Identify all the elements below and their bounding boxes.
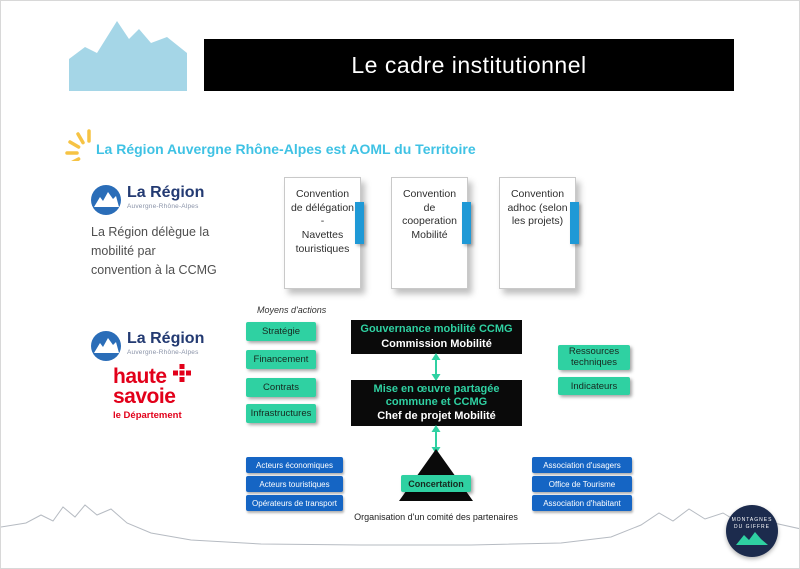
region-logo-text: La Région Auvergne-Rhône-Alpes	[127, 184, 205, 210]
partner-acteurs-economiques: Acteurs économiques	[246, 457, 343, 473]
double-arrow-icon	[431, 353, 441, 381]
haute-savoie-logo: haute savoie le Département	[113, 364, 191, 421]
haute-savoie-line1: haute	[113, 365, 167, 388]
pill-ressources-techniques: Ressources techniques	[558, 345, 630, 370]
pill-financement: Financement	[246, 350, 316, 369]
pill-indicateurs: Indicateurs	[558, 377, 630, 395]
giffre-logo-line1: MONTAGNES	[731, 517, 773, 523]
delegation-note: La Région délègue la mobilité par conven…	[91, 225, 217, 277]
region-mountain-icon	[91, 185, 121, 215]
partner-association-usagers: Association d'usagers	[532, 457, 632, 473]
convention-card-adhoc: Convention adhoc (selon les projets)	[499, 177, 579, 289]
partner-association-habitant: Association d'habitant	[532, 495, 632, 511]
region-logo-subname: Auvergne-Rhône-Alpes	[127, 348, 199, 356]
region-logo-name: La Région	[127, 184, 205, 201]
region-mountain-icon	[91, 331, 121, 361]
partner-acteurs-touristiques: Acteurs touristiques	[246, 476, 343, 492]
partners-caption: Organisation d'un comité des partenaires	[354, 512, 518, 522]
convention-card-label: Convention adhoc (selon les projets)	[507, 188, 568, 228]
governance-box-title: Mise en œuvre partagée commune et CCMG	[373, 382, 500, 408]
giffre-mountain-icon	[736, 532, 768, 545]
governance-box-title: Gouvernance mobilité CCMG	[360, 323, 513, 336]
governance-box-subtitle: Commission Mobilité	[381, 337, 492, 350]
sun-icon	[65, 129, 91, 161]
giffre-logo-line2: DU GIFFRE	[734, 524, 770, 530]
moyens-label: Moyens d'actions	[257, 305, 327, 315]
convention-card-label: Convention de cooperation Mobilité	[402, 188, 457, 241]
mountain-ridge-sketch	[1, 504, 799, 546]
montagnes-du-giffre-logo: MONTAGNES DU GIFFRE	[726, 505, 778, 557]
pill-infrastructures: Infrastructures	[246, 404, 316, 423]
region-aura-logo: La Région Auvergne-Rhône-Alpes	[91, 184, 205, 215]
section-heading: La Région Auvergne Rhône-Alpes est AOML …	[96, 141, 476, 157]
convention-card-cooperation: Convention de cooperation Mobilité	[391, 177, 471, 289]
haute-savoie-line3: le Département	[113, 409, 182, 421]
region-aura-logo: La Région Auvergne-Rhône-Alpes	[91, 330, 205, 361]
partner-office-tourisme: Office de Tourisme	[532, 476, 632, 492]
governance-box-ccmg: Gouvernance mobilité CCMG Commission Mob…	[351, 320, 522, 354]
blue-accent-bar	[462, 202, 471, 244]
partner-operateurs-transport: Opérateurs de transport	[246, 495, 343, 511]
blue-accent-bar	[355, 202, 364, 244]
region-logo-text: La Région Auvergne-Rhône-Alpes	[127, 330, 205, 356]
slide-title: Le cadre institutionnel	[351, 51, 587, 78]
pill-contrats: Contrats	[246, 378, 316, 397]
corner-mountain-graphic	[69, 21, 187, 91]
haute-savoie-line2: savoie	[113, 384, 176, 408]
region-logo-name: La Région	[127, 330, 205, 347]
region-logo-subname: Auvergne-Rhône-Alpes	[127, 202, 199, 210]
governance-box-subtitle: Chef de projet Mobilité	[377, 410, 496, 423]
governance-box-mise-en-oeuvre: Mise en œuvre partagée commune et CCMG C…	[351, 380, 522, 426]
pill-concertation: Concertation	[401, 475, 471, 492]
convention-card-delegation: Convention de délégation - Navettes tour…	[284, 177, 364, 289]
pill-strategie: Stratégie	[246, 322, 316, 341]
savoie-cross-icon	[173, 364, 191, 382]
title-banner: Le cadre institutionnel	[204, 39, 734, 91]
convention-card-label: Convention de délégation - Navettes tour…	[290, 188, 355, 255]
blue-accent-bar	[570, 202, 579, 244]
